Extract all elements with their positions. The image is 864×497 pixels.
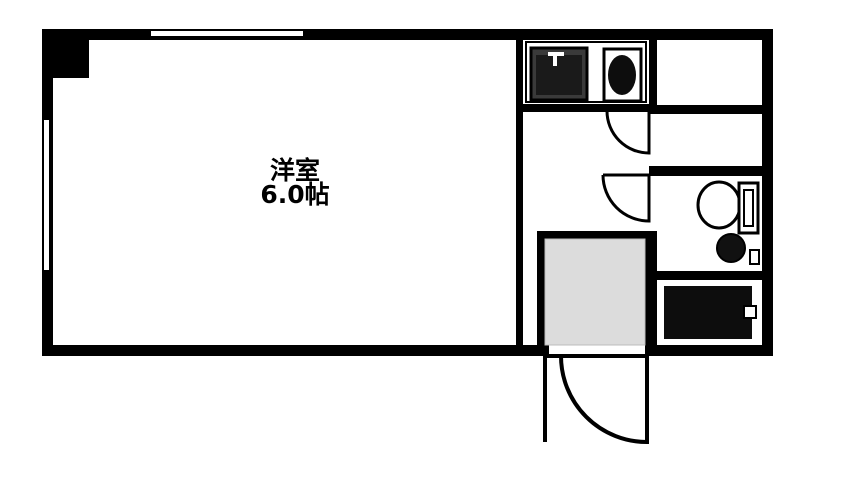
- balcony-storage-fill: [664, 286, 752, 339]
- interior-walls: [516, 40, 763, 356]
- window-left-wall: [44, 120, 49, 270]
- bath-fixtures: [696, 180, 760, 265]
- wall-bath-bottom: [649, 271, 763, 280]
- toilet-icon: [716, 233, 746, 263]
- corner-pillar-fill: [53, 40, 89, 78]
- main-room-name: 洋室: [269, 156, 320, 185]
- genkan-floor-border: [544, 238, 646, 346]
- wall-genkan-left: [537, 231, 545, 351]
- sink-inner: [536, 55, 582, 95]
- wall-closet-lower-bottom: [649, 166, 763, 176]
- wall-bottom-main: [42, 345, 549, 356]
- kitchen-door-swing-arc: [605, 110, 651, 155]
- wall-closet-divider: [649, 105, 763, 114]
- genkan-area: [544, 238, 646, 346]
- wall-right: [762, 29, 773, 356]
- sink-faucet-icon: [553, 52, 557, 66]
- sink-faucet-arm-icon: [548, 52, 564, 56]
- wall-kitchen-bottom: [522, 104, 652, 112]
- balcony-storage-area: [658, 281, 762, 345]
- bath-fixture-tab: [749, 249, 760, 265]
- bathroom-vanity-inner: [743, 189, 754, 227]
- bathtub-icon: [696, 180, 742, 230]
- main-room-label: 洋室 6.0帖: [240, 156, 350, 210]
- window-openings: [44, 31, 303, 270]
- wall-main-right: [516, 40, 523, 345]
- room-floors: [53, 40, 762, 345]
- wall-genkan-top: [537, 231, 652, 239]
- bath-door-swing-arc: [601, 174, 651, 223]
- room-floor-corridor: [523, 112, 649, 231]
- room-floor-main: [53, 40, 516, 345]
- entrance-door-swing-arc: [559, 355, 649, 445]
- main-room-size: 6.0帖: [260, 180, 330, 210]
- balcony-storage-notch: [743, 305, 757, 319]
- genkan-floor: [545, 239, 645, 345]
- window-top-wall: [151, 31, 303, 36]
- room-floor-closet-lower: [657, 114, 762, 166]
- wall-kitchen-right: [649, 40, 657, 112]
- stove-burner-icon: [608, 55, 636, 95]
- wall-corridor-right-b: [645, 231, 657, 356]
- room-floor-closet-upper: [657, 40, 762, 105]
- kitchen-fixtures: [525, 41, 647, 103]
- wall-top: [42, 29, 773, 40]
- door-swings: [543, 110, 651, 445]
- wall-bottom-right: [647, 345, 773, 356]
